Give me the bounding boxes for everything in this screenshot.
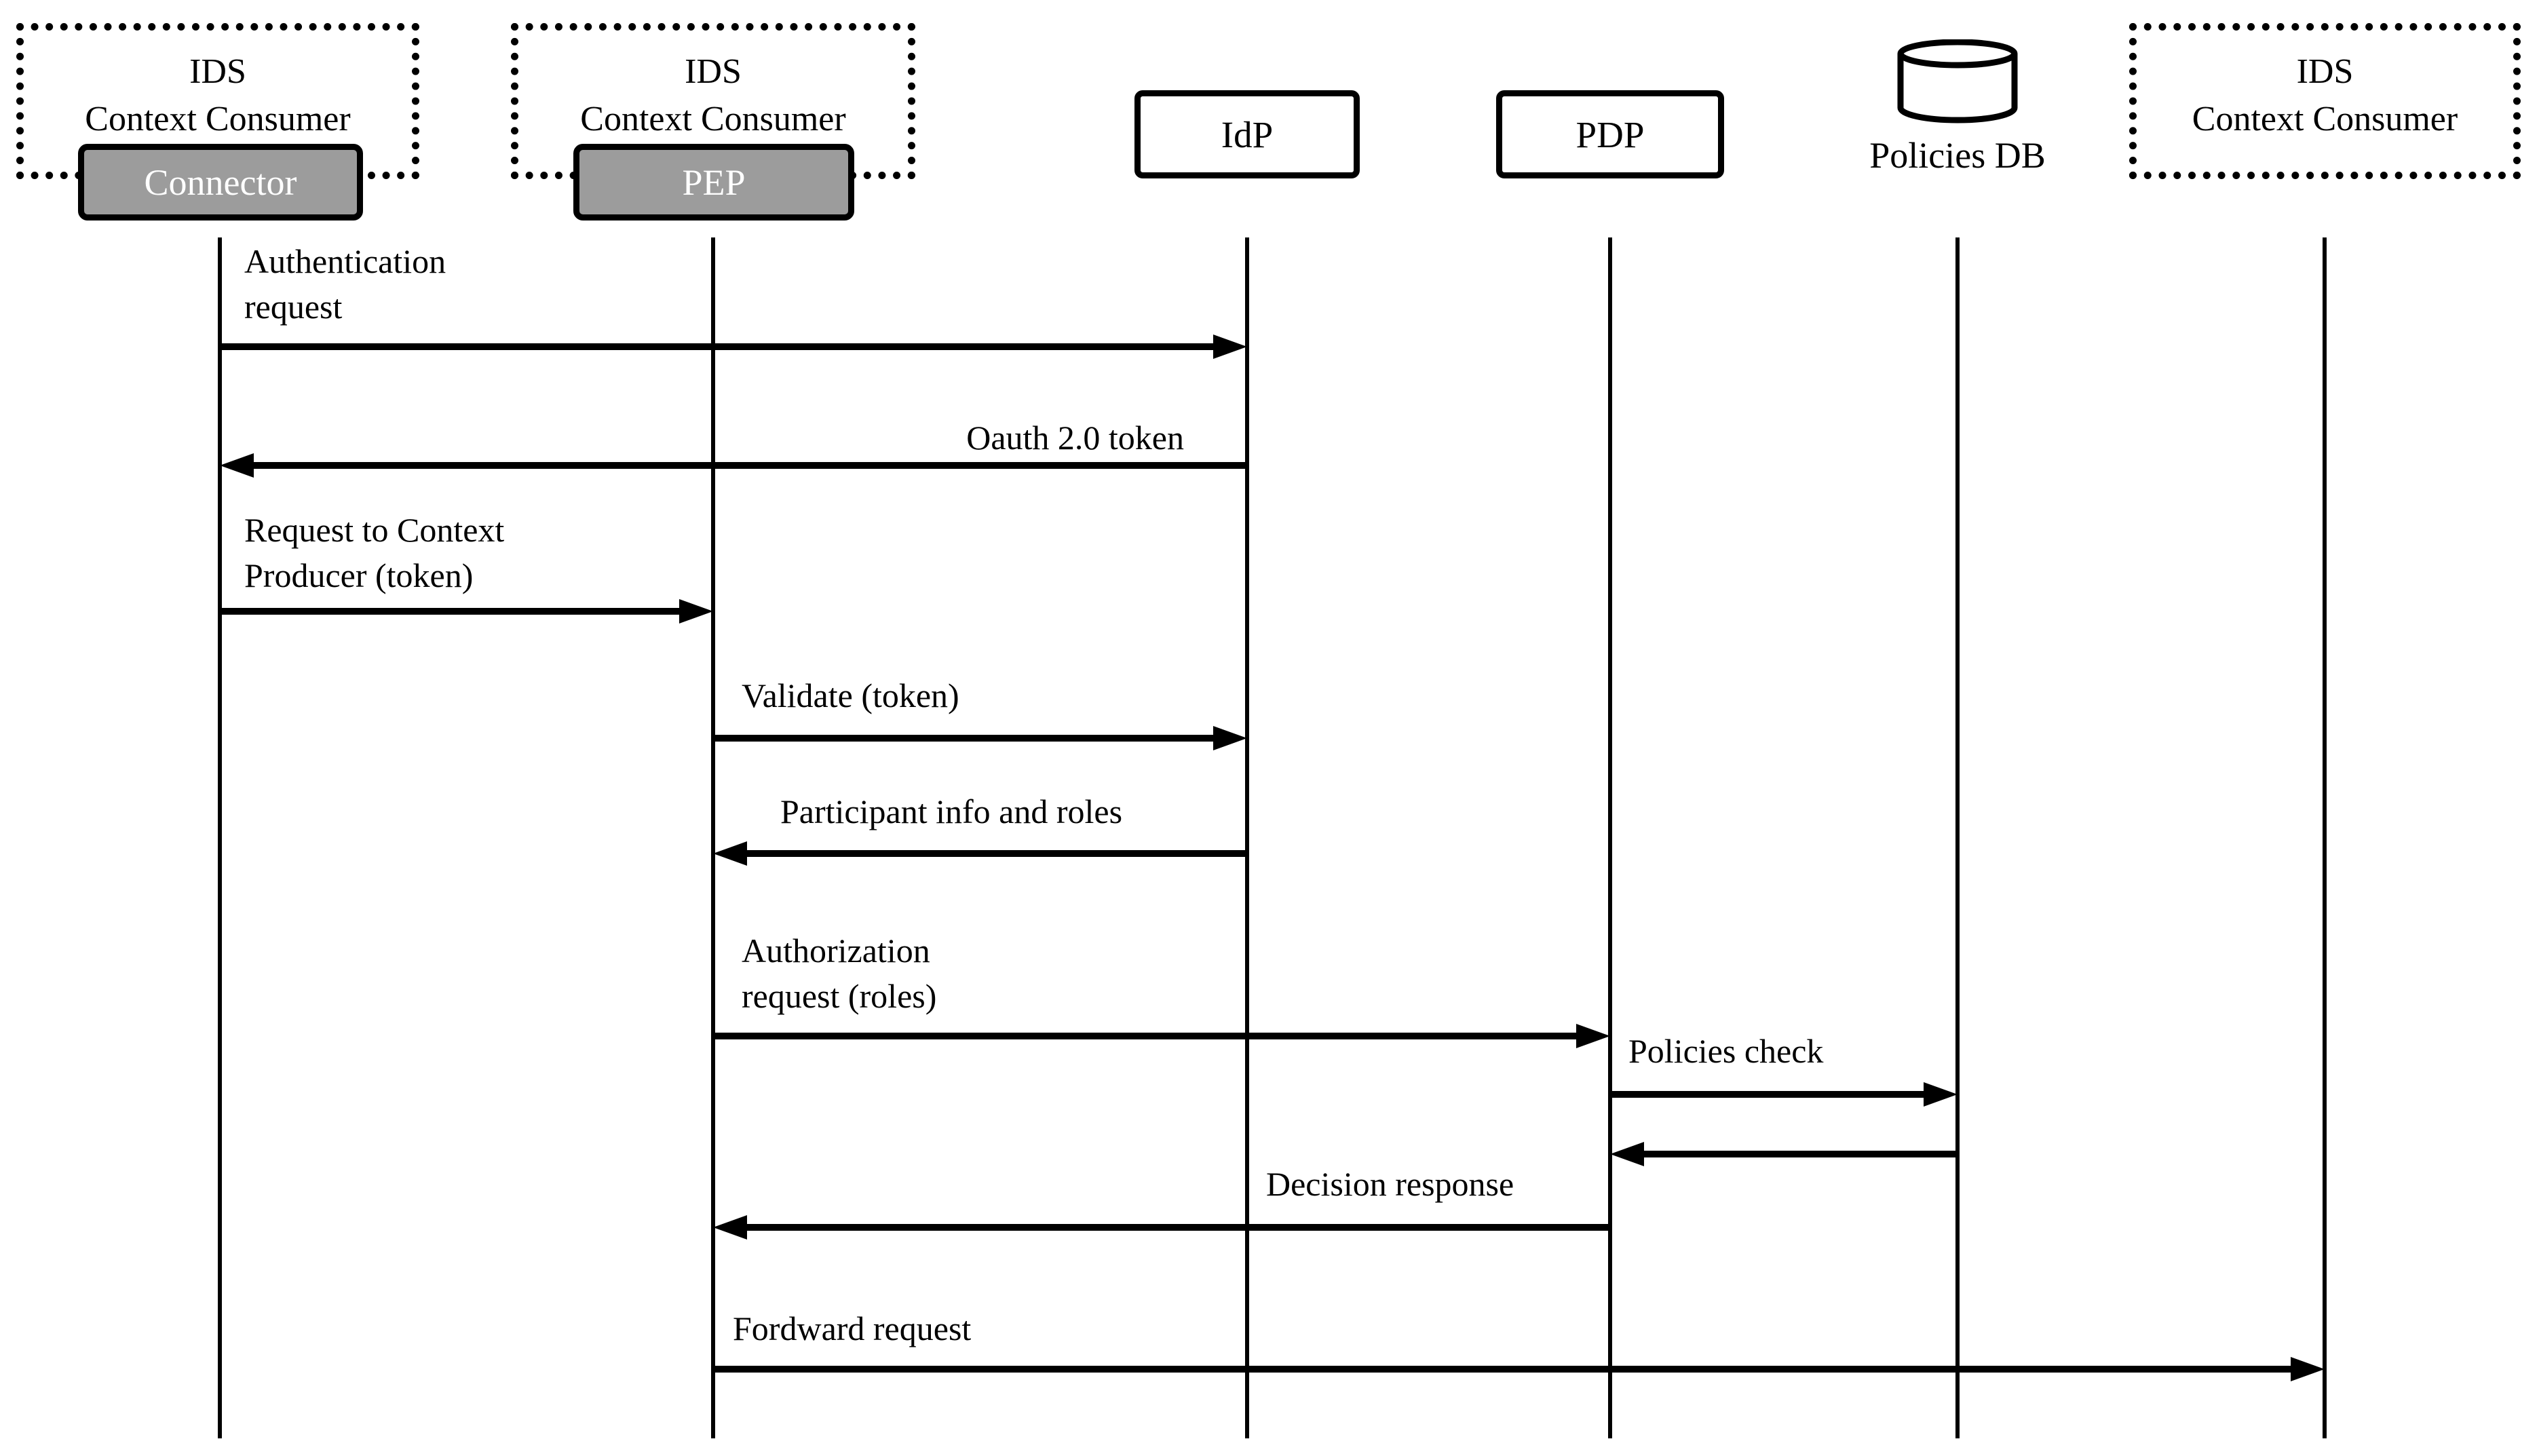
arrow-shaft	[1610, 1091, 1930, 1098]
message-label-request-to-producer: Request to Context Producer (token)	[244, 511, 505, 594]
message-label-decision-response: Decision response	[1266, 1165, 1514, 1203]
arrow-shaft	[220, 608, 686, 615]
actor-label: IDS Context Consumer	[580, 52, 846, 138]
actor-label: IdP	[1221, 113, 1274, 155]
actor-label: PDP	[1576, 113, 1645, 155]
actor-pdp: PDP	[1496, 90, 1724, 178]
arrowhead-left-icon	[713, 841, 747, 866]
component-label: PEP	[682, 161, 746, 203]
lifeline-consumer-3	[2323, 237, 2327, 1438]
message-label-authorization-request: Authorization request (roles)	[742, 932, 937, 1015]
arrow-shaft	[1637, 1151, 1958, 1157]
arrowhead-right-icon	[1213, 726, 1247, 750]
actor-ids-context-consumer-3: IDS Context Consumer	[2129, 23, 2521, 179]
arrowhead-right-icon	[1213, 334, 1247, 359]
message-label-participant-info: Participant info and roles	[780, 792, 1123, 830]
actor-policies-db-label: Policies DB	[1869, 135, 2046, 176]
component-pep: PEP	[573, 144, 854, 221]
arrow-shaft	[713, 735, 1220, 742]
lifeline-idp	[1245, 237, 1249, 1438]
arrow-shaft	[220, 343, 1220, 350]
message-label-oauth-token: Oauth 2.0 token	[966, 419, 1184, 457]
arrow-shaft	[713, 1366, 2297, 1373]
message-label-policies-check: Policies check	[1628, 1032, 1824, 1070]
arrow-shaft	[247, 462, 1247, 469]
arrowhead-right-icon	[679, 599, 713, 624]
arrowhead-left-icon	[713, 1215, 747, 1240]
message-label-fordward-request: Fordward request	[733, 1309, 972, 1347]
database-icon	[1897, 39, 2018, 123]
component-connector: Connector	[78, 144, 363, 221]
arrowhead-right-icon	[1576, 1024, 1610, 1048]
arrow-shaft	[740, 850, 1247, 857]
arrow-shaft	[740, 1224, 1610, 1231]
actor-label: IDS Context Consumer	[2192, 52, 2458, 138]
component-label: Connector	[144, 161, 297, 203]
lifeline-policies-db	[1955, 237, 1960, 1438]
arrowhead-right-icon	[2291, 1357, 2325, 1381]
actor-idp: IdP	[1134, 90, 1360, 178]
actor-label: IDS Context Consumer	[85, 52, 351, 138]
arrowhead-left-icon	[1610, 1142, 1644, 1166]
lifeline-pdp	[1608, 237, 1612, 1438]
lifeline-pep	[711, 237, 715, 1438]
arrow-shaft	[713, 1033, 1583, 1039]
arrowhead-right-icon	[1924, 1082, 1958, 1107]
message-label-authentication-request: Authentication request	[244, 242, 446, 326]
lifeline-connector	[218, 237, 222, 1438]
arrowhead-left-icon	[220, 453, 254, 478]
message-label-validate-token: Validate (token)	[742, 676, 959, 714]
